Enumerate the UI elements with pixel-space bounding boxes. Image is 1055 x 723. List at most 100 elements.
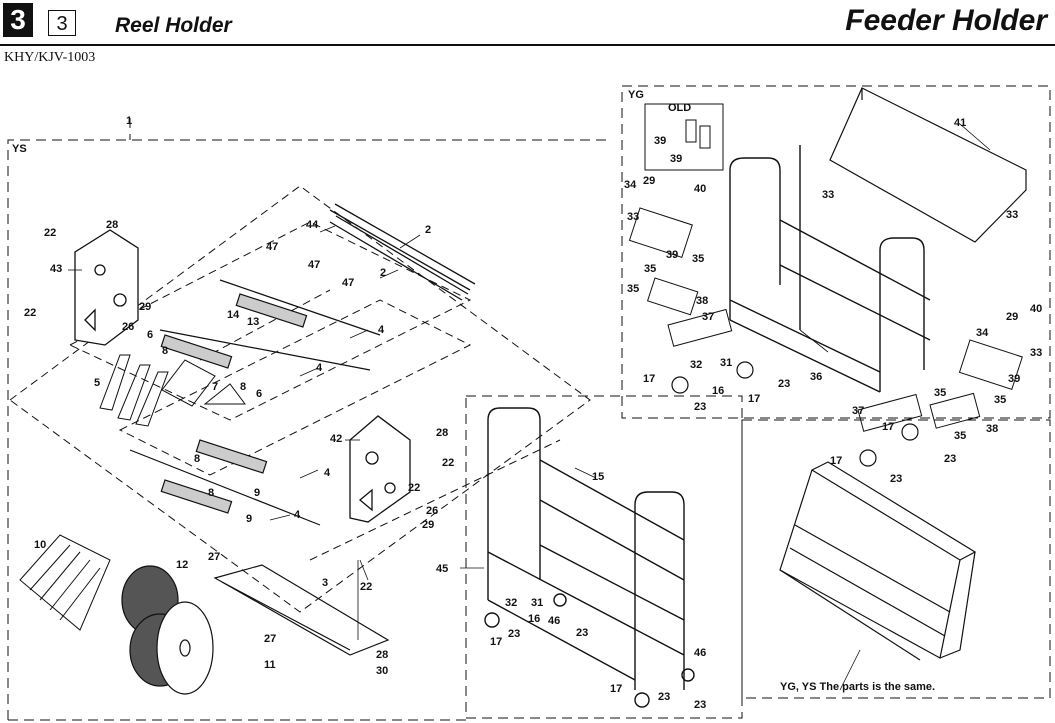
callout-23: 23 [508,628,520,640]
callout-23: 23 [576,627,588,639]
callout-33: 33 [822,189,834,201]
callout-47: 47 [342,277,354,289]
callout-29: 29 [1006,311,1018,323]
callout-15: 15 [592,471,604,483]
document-code: KHY/KJV-1003 [4,50,96,65]
callout-43: 43 [50,263,62,275]
callout-28: 28 [106,219,118,231]
callout-13: 13 [247,316,259,328]
callout-8: 8 [162,345,168,357]
callout-22: 22 [24,307,36,319]
callout-23: 23 [694,699,706,711]
leader-lines [68,123,991,691]
yg-group-box [621,85,1051,419]
callout-30: 30 [376,665,388,677]
top-rails [329,203,476,301]
brackets [628,119,1023,432]
callout-38: 38 [696,295,708,307]
callout-16: 16 [528,613,540,625]
callout-23: 23 [778,378,790,390]
callout-39: 39 [654,135,666,147]
callout-8: 8 [194,453,200,465]
callout-17: 17 [830,455,842,467]
callout-17: 17 [610,683,622,695]
callout-46: 46 [694,647,706,659]
reel-guides [99,354,246,427]
callout-8: 8 [208,487,214,499]
callout-35: 35 [692,253,704,265]
callout-17: 17 [490,636,502,648]
callout-9: 9 [246,513,252,525]
callout-35: 35 [644,263,656,275]
callout-34: 34 [624,179,637,191]
callout-47: 47 [266,241,278,253]
callout-26: 26 [426,505,438,517]
callout-32: 32 [690,359,702,371]
callout-17: 17 [643,373,655,385]
yg-label: YG [628,89,644,101]
callout-39: 39 [1008,373,1020,385]
callout-4: 4 [316,362,323,374]
callout-8: 8 [240,381,246,393]
ys-group-box [7,118,612,721]
cart-group-box [465,395,743,719]
callout-28: 28 [376,649,388,661]
callout-35: 35 [994,394,1006,406]
note-label: YG, YS The parts is the same. [780,681,935,693]
callout-29: 29 [643,175,655,187]
callout-23: 23 [944,453,956,465]
rolling-cart-15 [484,407,695,708]
feeder-rack [779,461,977,661]
callout-22: 22 [408,482,420,494]
sub-section-number: 3 [48,10,76,36]
callout-39: 39 [670,153,682,165]
callout-29: 29 [139,301,151,313]
casters [671,361,919,467]
callout-35: 35 [954,430,966,442]
callout-47: 47 [308,259,320,271]
side-plate-42 [349,415,411,523]
callout-22: 22 [360,581,372,593]
callout-2: 2 [380,267,386,279]
callout-7: 7 [212,381,218,393]
callout-36: 36 [810,371,822,383]
callout-4: 4 [294,509,301,521]
callout-11: 11 [264,659,276,671]
rollers [129,279,381,526]
page-title: Feeder Holder [845,4,1047,37]
reel-hooks [19,534,111,631]
callout-40: 40 [1030,303,1042,315]
callout-34: 34 [976,327,989,339]
callout-35: 35 [627,283,639,295]
old-parts-box [644,103,724,171]
callout-4: 4 [378,324,385,336]
callout-32: 32 [505,597,517,609]
callout-27: 27 [264,633,276,645]
callout-6: 6 [256,388,262,400]
callout-6: 6 [147,329,153,341]
callout-38: 38 [986,423,998,435]
callout-37: 37 [852,405,864,417]
bottom-tray [213,564,390,656]
callout-35: 35 [934,387,946,399]
reels [121,565,214,695]
yg-frame-36 [729,145,931,393]
callout-31: 31 [720,357,732,369]
callout-14: 14 [227,309,240,321]
callout-2: 2 [425,224,431,236]
callout-26: 26 [122,321,134,333]
callout-40: 40 [694,183,706,195]
ys-label: YS [12,143,27,155]
callout-33: 33 [627,211,639,223]
header-rule [0,44,1055,46]
callout-42: 42 [330,433,342,445]
callout-17: 17 [748,393,760,405]
page-subtitle: Reel Holder [115,14,232,37]
callout-23: 23 [694,401,706,413]
feeder-storage-box [741,419,1051,699]
callout-33: 33 [1030,347,1042,359]
callout-46: 46 [548,615,560,627]
callout-29: 29 [422,519,434,531]
